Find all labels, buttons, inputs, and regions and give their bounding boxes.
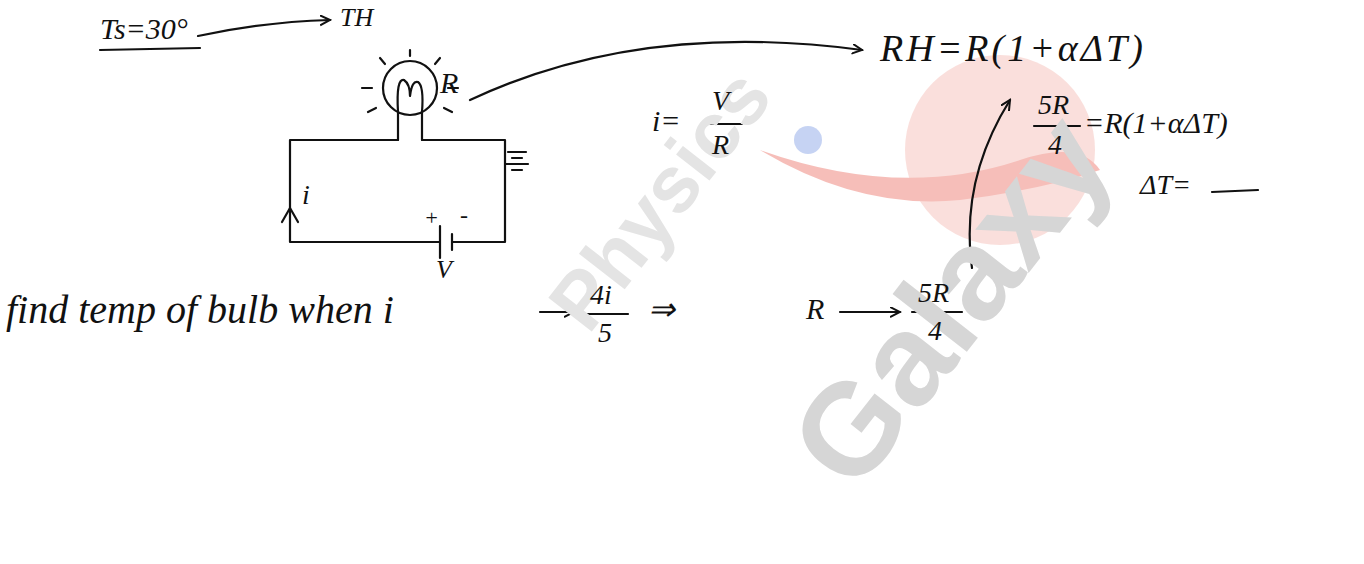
label-text: 5R <box>1038 90 1069 121</box>
label-text: Ts=30° <box>100 12 188 45</box>
underline <box>100 48 200 50</box>
bulb-base <box>398 112 422 140</box>
label-text: R <box>806 292 824 325</box>
rays <box>362 50 458 112</box>
current-arrow <box>282 208 298 222</box>
label-text: TH <box>340 4 373 33</box>
label-text: ΔT= <box>1140 170 1191 201</box>
label-text: 4i <box>590 280 612 311</box>
battery-symbol <box>440 226 452 258</box>
label-text: R <box>712 130 729 161</box>
label-text: + <box>424 206 439 230</box>
filament <box>398 80 423 112</box>
arrow <box>198 20 330 36</box>
label-text: i <box>302 180 310 211</box>
highlight-dot <box>794 126 822 154</box>
label-text: 4 <box>928 316 942 347</box>
wire <box>290 140 505 242</box>
label-text: R <box>440 66 458 99</box>
label-text: V <box>436 256 452 285</box>
label-text: =R(1+αΔT) <box>1084 106 1228 139</box>
label-text: V <box>712 86 729 117</box>
label-text: i= <box>652 104 681 137</box>
label-text: - <box>460 202 468 228</box>
arrow <box>470 42 862 100</box>
battery-symbol <box>506 152 528 170</box>
label-text: 5 <box>598 318 612 349</box>
bulb <box>383 61 437 115</box>
label-text: 5R <box>918 278 949 309</box>
label-text: ⇒ <box>648 292 675 327</box>
label-text: 4 <box>1048 130 1062 161</box>
label-text: find temp of bulb when i <box>6 288 394 332</box>
label-text: RH=R(1+αΔT) <box>880 28 1146 70</box>
dash <box>1212 190 1258 192</box>
